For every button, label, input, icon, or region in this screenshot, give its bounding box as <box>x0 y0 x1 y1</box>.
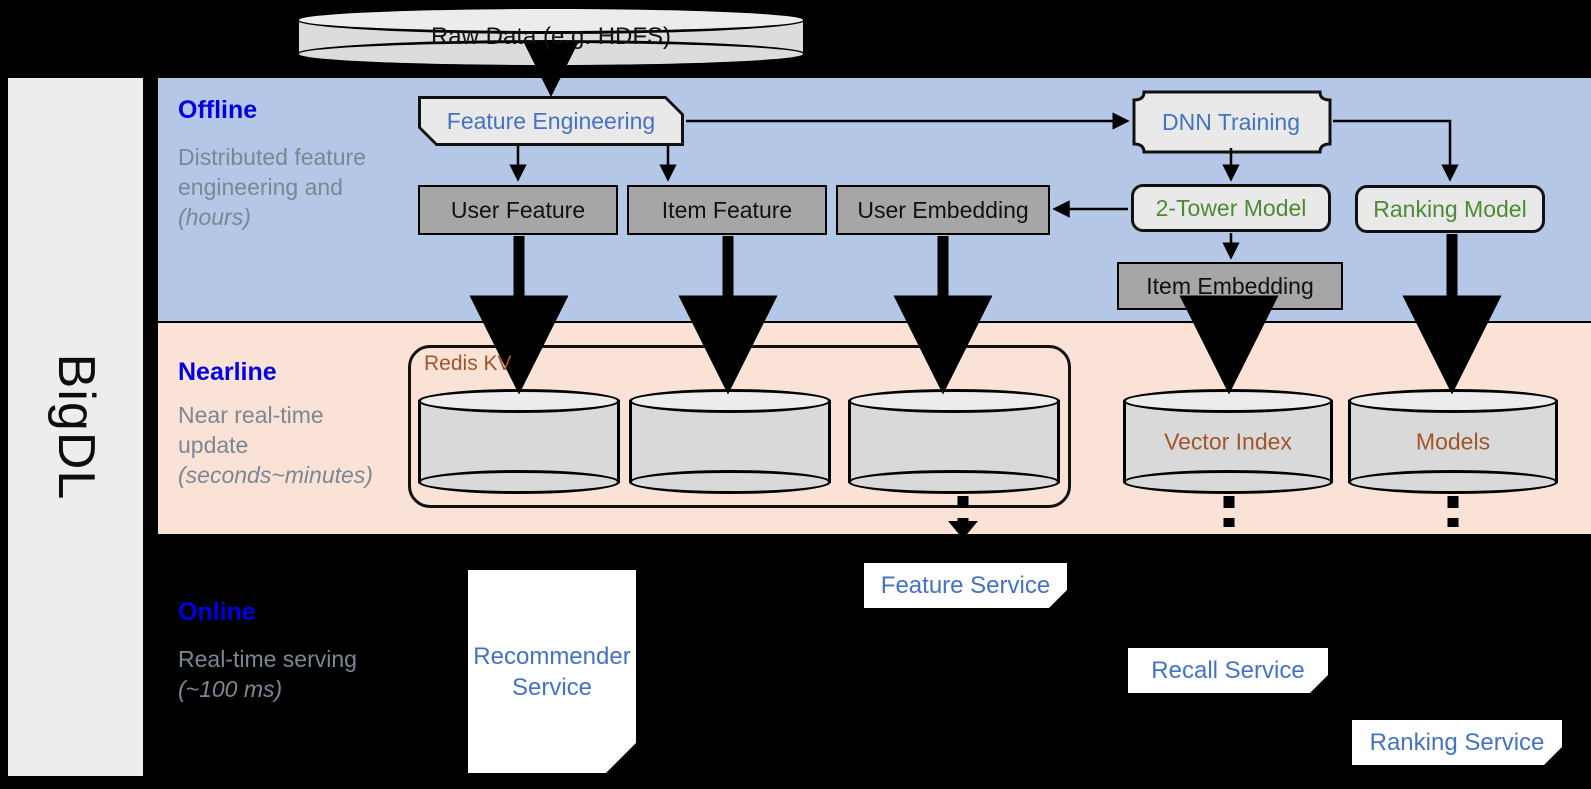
models-store[interactable]: Models <box>1348 389 1558 494</box>
item-feature-box[interactable]: Item Feature <box>627 185 827 235</box>
nearline-layer-title: Nearline <box>178 358 277 386</box>
recommender-service-node[interactable]: Recommender Service <box>468 570 636 773</box>
ranking-service-node[interactable]: Ranking Service <box>1352 720 1562 765</box>
models-label: Models <box>1415 428 1491 454</box>
nearline-layer-description: Near real-time update (seconds~minutes) <box>178 400 393 490</box>
two-tower-model-node[interactable]: 2-Tower Model <box>1131 184 1331 232</box>
offline-desc-italic: (hours) <box>178 204 251 230</box>
dnn-training-label: DNN Training <box>1161 108 1301 135</box>
online-desc-italic: (~100 ms) <box>178 676 283 702</box>
item-embedding-box[interactable]: Item Embedding <box>1117 262 1343 310</box>
nearline-desc-plain: Near real-time update <box>178 402 324 458</box>
feature-engineering-node[interactable]: Feature Engineering <box>418 96 684 146</box>
user-feature-box[interactable]: User Feature <box>418 185 618 235</box>
recall-service-label: Recall Service <box>1151 657 1305 684</box>
vector-index-store[interactable]: Vector Index <box>1123 389 1333 494</box>
nearline-desc-italic: (seconds~minutes) <box>178 462 373 488</box>
user-embedding-store[interactable] <box>848 389 1060 494</box>
bigdl-label: BigDL <box>46 353 105 501</box>
feature-engineering-label: Feature Engineering <box>421 99 681 143</box>
online-desc-plain: Real-time serving <box>178 646 357 672</box>
user-feature-store[interactable] <box>418 389 620 494</box>
offline-layer-title: Offline <box>178 96 258 124</box>
bigdl-framework-panel: BigDL <box>8 78 143 776</box>
redis-kv-label: Redis KV <box>424 352 512 375</box>
user-feature-label: User Feature <box>450 196 586 223</box>
user-embedding-label: User Embedding <box>857 196 1029 223</box>
item-embedding-label: Item Embedding <box>1146 272 1314 299</box>
two-tower-model-label: 2-Tower Model <box>1155 194 1307 221</box>
online-layer-description: Real-time serving (~100 ms) <box>178 644 393 704</box>
ranking-model-node[interactable]: Ranking Model <box>1355 185 1545 233</box>
raw-data-store: Raw Data (e.g. HDFS) <box>296 6 806 68</box>
feature-service-label: Feature Service <box>880 572 1051 599</box>
dnn-training-node[interactable]: DNN Training <box>1131 98 1331 146</box>
raw-data-label: Raw Data (e.g. HDFS) <box>430 23 672 50</box>
ranking-service-label: Ranking Service <box>1369 729 1545 756</box>
online-layer-title: Online <box>178 598 256 626</box>
user-embedding-box[interactable]: User Embedding <box>836 185 1050 235</box>
item-feature-label: Item Feature <box>661 196 793 223</box>
offline-layer-description: Distributed feature engineering and (hou… <box>178 142 393 232</box>
vector-index-label: Vector Index <box>1164 428 1292 454</box>
ranking-model-label: Ranking Model <box>1373 195 1527 222</box>
item-feature-store[interactable] <box>629 389 831 494</box>
offline-desc-plain: Distributed feature engineering and <box>178 144 366 200</box>
feature-service-node[interactable]: Feature Service <box>864 563 1067 608</box>
recommender-service-label: Recommender Service <box>473 642 631 701</box>
recall-service-node[interactable]: Recall Service <box>1128 648 1328 693</box>
